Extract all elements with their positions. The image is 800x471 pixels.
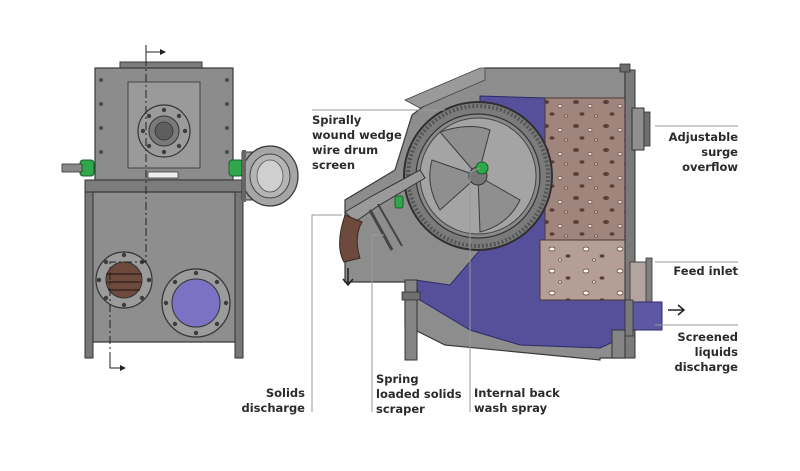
feed-inlet-nozzle [629, 261, 649, 303]
section-view-leg-right [611, 329, 626, 359]
feed-sludge [539, 239, 631, 301]
section-line [109, 45, 166, 371]
surge-overflow-outlet [631, 107, 645, 151]
label-surge-overflow: Adjustable surge overflow [668, 130, 738, 174]
label-drum-screen: Spirally wound wedge wire drum screen [312, 113, 402, 172]
wedge-wire-drum [403, 101, 553, 251]
label-feed-inlet: Feed inlet [673, 264, 738, 278]
surge-sludge [544, 97, 626, 241]
liquids-outlet-nozzle [629, 301, 663, 331]
end-view-lower-body [84, 179, 244, 193]
end-view-upper-flange [137, 104, 191, 158]
solids-flow-arrow [342, 268, 354, 287]
label-scraper: Spring loaded solids scraper [376, 372, 462, 416]
end-view-side-pipe [241, 145, 299, 207]
end-view-liquid-flange [161, 268, 231, 338]
label-back-wash: Internal back wash spray [474, 386, 560, 415]
fitting-right [228, 159, 244, 177]
label-screened-liquids: Screened liquids discharge [674, 330, 739, 374]
end-view-solids-flange [95, 251, 153, 309]
leader-back-wash [469, 167, 481, 412]
section-view [339, 63, 686, 361]
back-wash-spray-nozzle [475, 161, 489, 175]
solids-scraper [344, 169, 426, 251]
leader-lines [311, 109, 738, 412]
leader-solids-discharge [311, 214, 342, 412]
label-solids-discharge: Solids discharge [241, 386, 306, 415]
end-view [61, 45, 299, 371]
leader-scraper [371, 234, 384, 412]
solids-discharge-plume [339, 214, 363, 263]
liquids-flow-arrow [668, 304, 686, 316]
